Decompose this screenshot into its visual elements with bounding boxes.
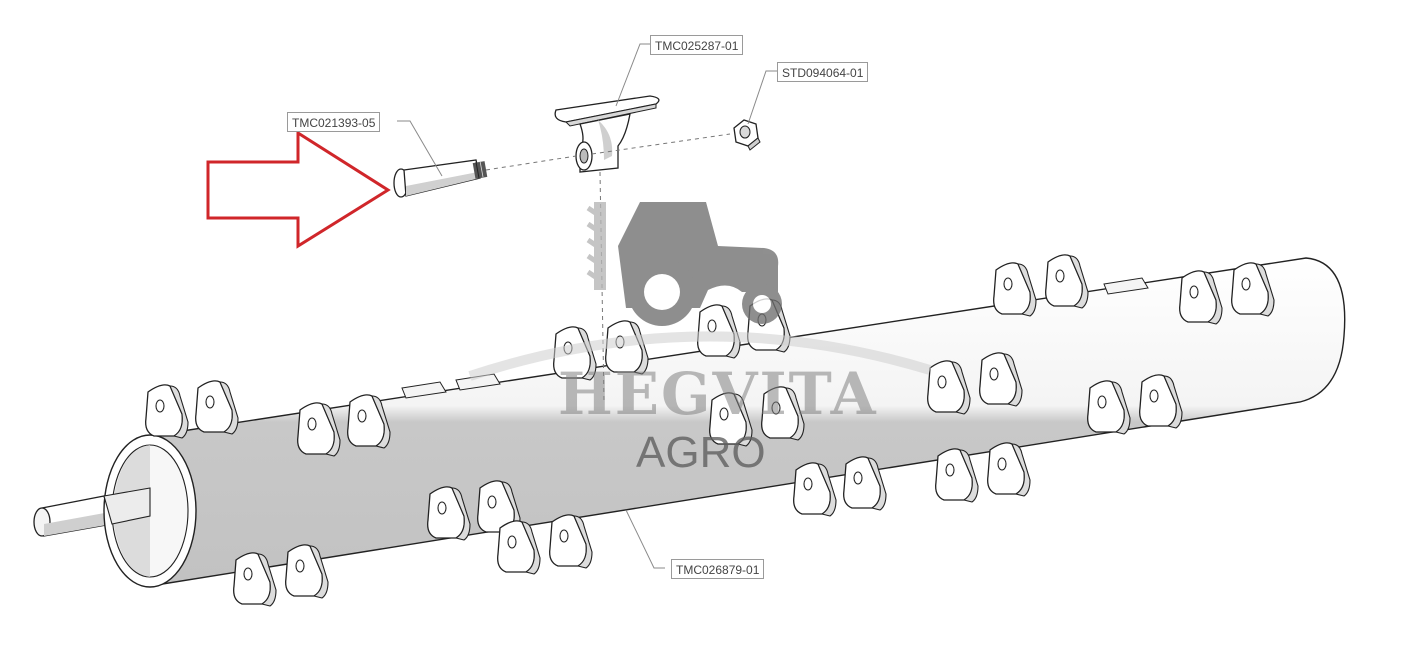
highlight-arrow xyxy=(206,130,391,249)
label-bracket: TMC025287-01 xyxy=(650,35,744,55)
mounting-lugs xyxy=(145,254,1275,607)
tractor-icon xyxy=(468,202,932,381)
label-nut: STD094064-01 xyxy=(777,62,869,82)
nut-part xyxy=(733,119,761,151)
label-shaft: TMC026879-01 xyxy=(671,559,765,579)
leader-lines xyxy=(397,43,777,569)
label-pin: TMC021393-05 xyxy=(287,112,381,132)
pin-part xyxy=(393,159,488,198)
bracket-part xyxy=(554,95,660,173)
